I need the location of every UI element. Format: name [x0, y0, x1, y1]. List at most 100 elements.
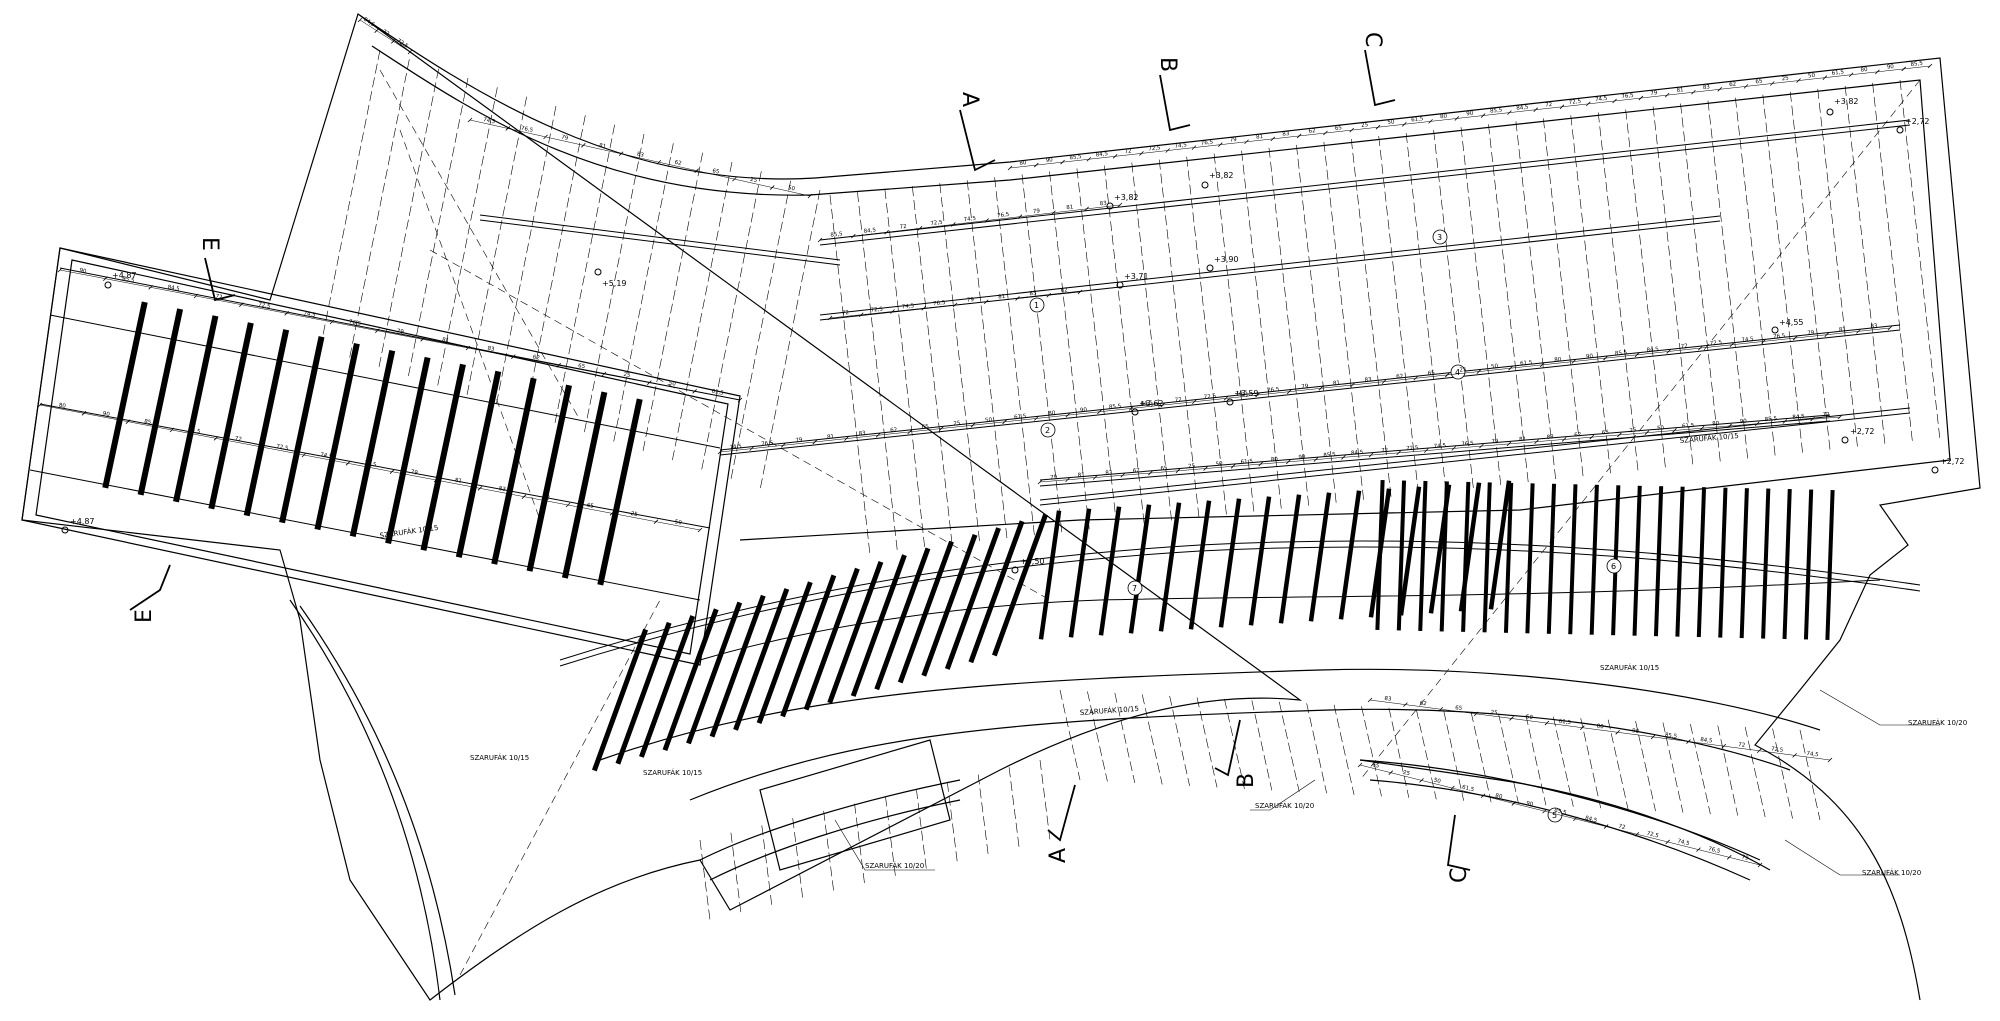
- dimension-value: 74,5: [963, 216, 976, 223]
- rafter: [686, 601, 743, 745]
- dimension-tick: [1419, 778, 1424, 783]
- elevation-marker: +3,59: [1226, 389, 1259, 406]
- dimension-tick: [125, 419, 131, 424]
- dimension-tick: [1002, 419, 1007, 425]
- dimension-tick: [1665, 839, 1670, 845]
- rafter: [756, 581, 813, 724]
- dimension-tick: [1285, 459, 1291, 465]
- elevation-marker: +3,90: [1206, 255, 1239, 272]
- rafter-line: [759, 189, 821, 491]
- elevation-value: +4,55: [1779, 318, 1804, 327]
- dimension-tick: [420, 337, 425, 342]
- dimension-value: 72: [215, 294, 223, 301]
- section-mark-c-bottom: C: [1447, 868, 1472, 883]
- dimension-tick: [1638, 95, 1644, 101]
- rafter-body: [1158, 502, 1182, 632]
- dimension-value: 84,5: [1351, 450, 1364, 457]
- dimension-tick: [1717, 87, 1722, 92]
- dimension-tick: [374, 28, 379, 33]
- dimension-tick: [1445, 372, 1450, 378]
- rafter: [1503, 482, 1514, 633]
- ridge-diagonal-2: [379, 69, 581, 421]
- rafter: [208, 322, 254, 510]
- dimension-tick: [1761, 339, 1766, 344]
- rafter-body: [1718, 487, 1728, 638]
- rafter-line: [1196, 697, 1218, 788]
- dimension-tick: [984, 218, 989, 223]
- rafter: [615, 621, 672, 765]
- rafter: [455, 370, 502, 558]
- rafter: [1375, 479, 1385, 631]
- rafter: [827, 561, 884, 704]
- dimension-tick: [1686, 739, 1691, 744]
- dimension-value: 76,5: [520, 125, 534, 134]
- rafter: [944, 527, 1001, 670]
- dimension-value: 81: [442, 337, 450, 344]
- rafter-line: [829, 194, 871, 556]
- axis-marker: 7: [1127, 580, 1143, 596]
- rafter: [1546, 483, 1557, 634]
- rafter-body: [1461, 481, 1471, 632]
- dimension-tick: [213, 436, 219, 441]
- dimension-tick: [1534, 439, 1539, 444]
- eave-beam-curve-b: [1039, 414, 1831, 481]
- dimension-tick: [1255, 392, 1260, 398]
- section-mark-a-bottom: A: [1046, 848, 1071, 863]
- dimension-tick: [1743, 84, 1749, 89]
- dimension-tick: [1192, 399, 1197, 405]
- rafter-body: [1218, 498, 1242, 628]
- dimension-tick: [609, 511, 615, 516]
- rafter-line: [437, 87, 498, 388]
- dimension-value: 90: [1525, 801, 1534, 809]
- rafter: [662, 608, 719, 752]
- rafter-line: [730, 180, 791, 481]
- dimension-value: 72: [1124, 149, 1132, 156]
- dimension-value: 84,5: [188, 427, 202, 435]
- dimension-tick: [1046, 292, 1052, 298]
- dimension-tick: [812, 439, 818, 445]
- dimension-tick: [81, 411, 87, 416]
- dimension-value: 80: [1712, 421, 1720, 428]
- beam-4b: [1039, 412, 1911, 506]
- rafter-line: [1087, 691, 1108, 782]
- rafter: [968, 520, 1025, 664]
- rafter-line: [1169, 695, 1190, 786]
- rafter: [1278, 494, 1302, 624]
- elevation-value: +2,72: [1940, 457, 1965, 466]
- dimension-tick: [1270, 136, 1276, 142]
- dimension-tick: [1065, 477, 1070, 483]
- rafter-body: [944, 527, 1001, 670]
- rafter: [921, 533, 978, 677]
- elevation-marker: +4,87: [104, 271, 137, 289]
- rafter-line: [701, 171, 762, 472]
- dimension-value: 84,5: [1095, 151, 1108, 158]
- elevation-marker: +3,82: [1826, 97, 1859, 116]
- rafter-body: [1248, 496, 1272, 626]
- rafter-line: [1690, 724, 1711, 815]
- dimension-value: 72: [1175, 397, 1183, 404]
- elevation-value: +3,82: [1834, 97, 1859, 106]
- rafter-line: [1443, 710, 1464, 801]
- dimension-tick: [1349, 127, 1354, 133]
- rafter-line: [1570, 115, 1612, 476]
- rafter: [1803, 489, 1814, 640]
- rafter: [803, 567, 860, 711]
- dimension-tick: [827, 315, 833, 321]
- ridge-diagonal-1: [1359, 79, 1921, 781]
- dimension-value: 50: [674, 519, 682, 526]
- rafter-line: [966, 180, 1008, 541]
- dimension-value: 74,5: [1174, 142, 1187, 149]
- rafter-line: [792, 818, 804, 899]
- dimension-value: 65: [1372, 762, 1381, 770]
- rafter-body: [455, 370, 502, 558]
- rafter-body: [1038, 510, 1062, 640]
- dimension-tick: [1367, 697, 1373, 703]
- dimension-line: [819, 204, 1121, 241]
- dimension-value: 72,5: [276, 444, 290, 452]
- svg-text:7: 7: [1132, 584, 1137, 593]
- rafter-body: [1068, 508, 1092, 638]
- rafter-line: [1597, 112, 1639, 473]
- beam-2b: [819, 124, 1911, 246]
- rafter: [639, 615, 696, 758]
